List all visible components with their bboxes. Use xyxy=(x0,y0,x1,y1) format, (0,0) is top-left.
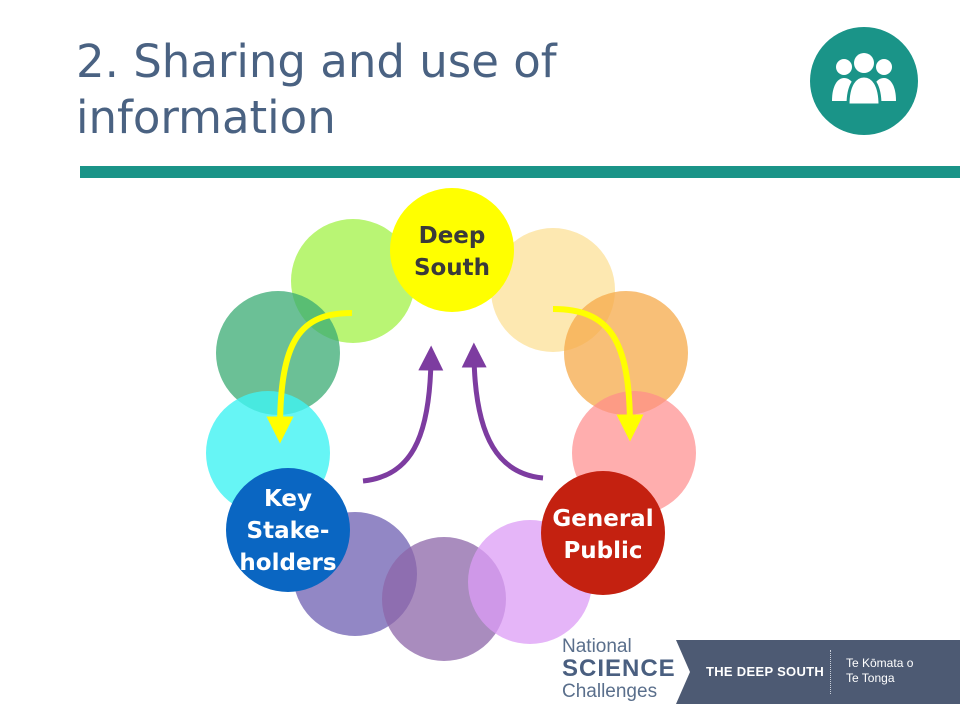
logo-line-top: National xyxy=(562,636,632,657)
footer-banner xyxy=(676,640,960,704)
node-key-stakeholders: Key Stake- holders xyxy=(226,468,350,592)
arrow-deep-south-to-public xyxy=(552,306,644,442)
team-icon xyxy=(810,27,918,135)
node-general-public: General Public xyxy=(541,471,665,595)
node-key-stakeholders-line3: holders xyxy=(239,550,336,576)
logo-line-bottom: Challenges xyxy=(562,681,658,702)
logo-line-mid: SCIENCE xyxy=(562,655,676,682)
arrow-deep-south-to-stakeholders xyxy=(266,310,353,444)
team-icon-graphic xyxy=(832,53,896,107)
footer-divider xyxy=(830,650,831,694)
arrow-stakeholders-to-deep-south xyxy=(362,345,444,484)
footer-banner-notch xyxy=(676,640,690,704)
node-key-stakeholders-line1: Key xyxy=(264,486,312,512)
node-general-public-line1: General xyxy=(552,506,653,532)
national-science-challenges-logo: National SCIENCE Challenges xyxy=(562,637,676,701)
footer-programme-name: THE DEEP SOUTH xyxy=(706,664,825,679)
footer-maori-name: Te Kōmata o Te Tonga xyxy=(846,656,913,686)
node-deep-south-line1: Deep xyxy=(419,223,486,249)
node-deep-south: Deep South xyxy=(390,188,514,312)
title-divider xyxy=(80,166,960,178)
node-general-public-circle xyxy=(541,471,665,595)
node-key-stakeholders-circle xyxy=(226,468,350,592)
decorative-circle-ring xyxy=(206,219,696,661)
node-deep-south-circle xyxy=(390,188,514,312)
node-deep-south-line2: South xyxy=(414,255,490,281)
ring-circle-orange xyxy=(564,291,688,415)
node-key-stakeholders-line2: Stake- xyxy=(247,518,330,544)
page-title: 2. Sharing and use of information xyxy=(76,35,557,144)
footer-maori-line2: Te Tonga xyxy=(846,671,895,685)
arrow-public-to-deep-south xyxy=(461,342,544,481)
footer-maori-line1: Te Kōmata o xyxy=(846,656,914,670)
node-general-public-line2: Public xyxy=(563,538,642,564)
